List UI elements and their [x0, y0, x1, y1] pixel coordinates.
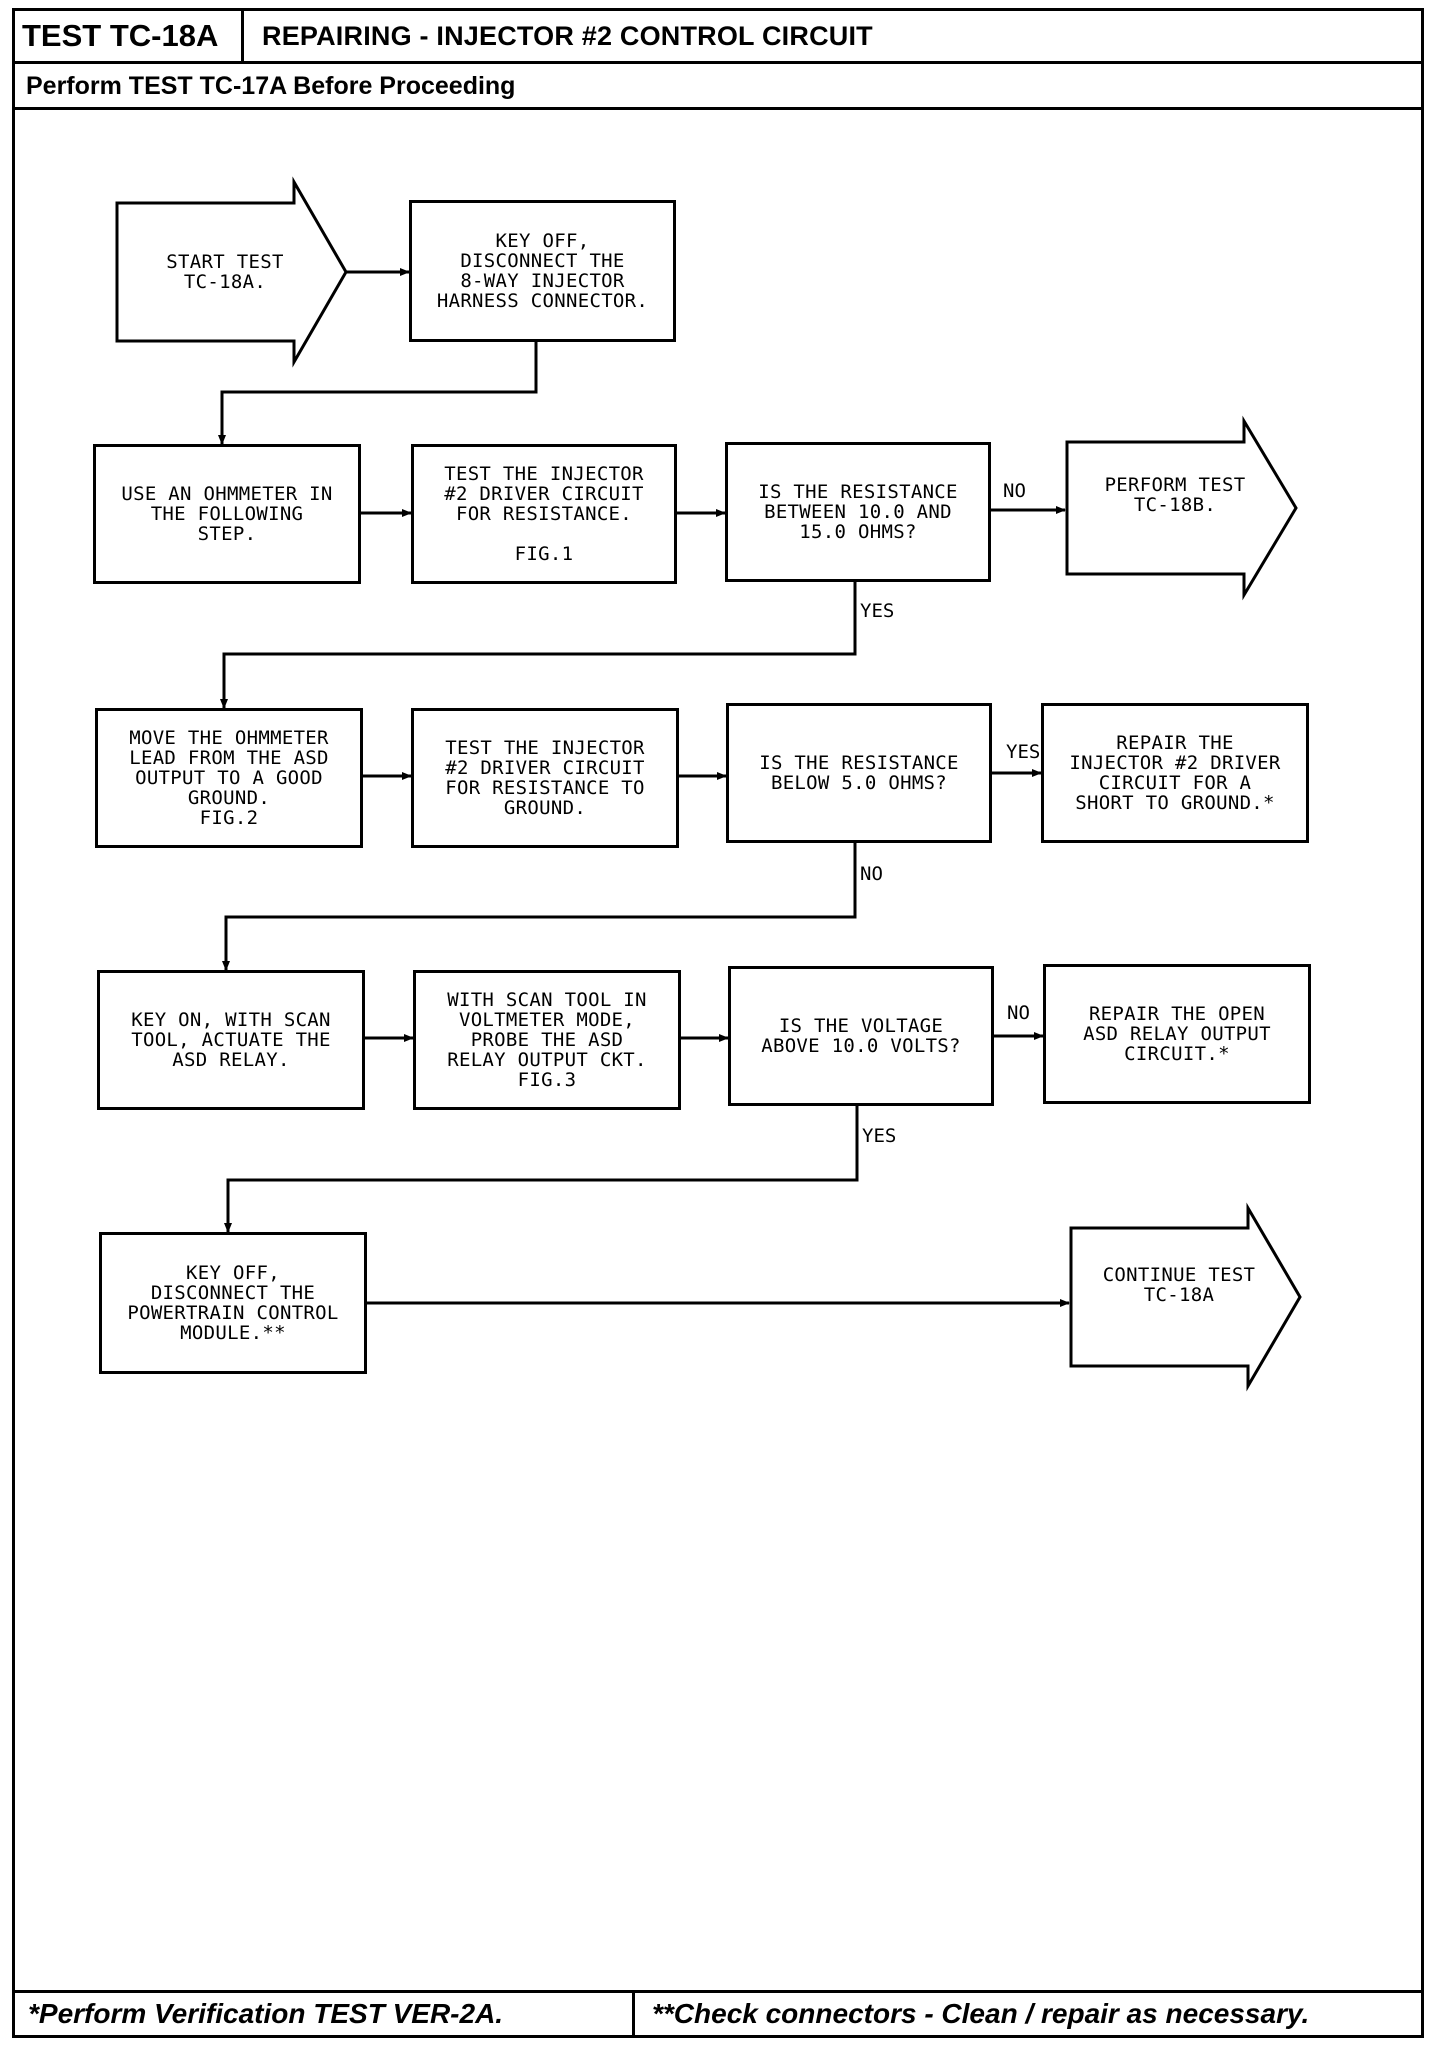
step-key-on-actuate: KEY ON, WITH SCAN TOOL, ACTUATE THE ASD … [97, 970, 365, 1110]
connector-question1-yes [220, 582, 857, 709]
label-no-1: NO [1003, 480, 1026, 502]
continue-test-terminal: CONTINUE TEST TC-18A [1102, 1264, 1256, 1306]
step-use-ohmmeter-text: USE AN OHMMETER IN THE FOLLOWING STEP. [121, 483, 333, 545]
test-title: REPAIRING - INJECTOR #2 CONTROL CIRCUIT [262, 21, 873, 51]
step-test-resistance-text: TEST THE INJECTOR #2 DRIVER CIRCUIT FOR … [444, 463, 644, 565]
label-yes-1: YES [860, 600, 895, 622]
footer-note-connectors: **Check connectors - Clean / repair as n… [652, 1998, 1310, 2029]
perform-tc18b-arrow-shape [1065, 415, 1298, 601]
connector-question2-no [222, 843, 857, 971]
step-key-on-actuate-text: KEY ON, WITH SCAN TOOL, ACTUATE THE ASD … [131, 1009, 331, 1071]
test-id: TEST TC-18A [12, 8, 244, 64]
start-arrow-shape [115, 176, 348, 368]
repair-open-circuit: REPAIR THE OPEN ASD RELAY OUTPUT CIRCUIT… [1043, 964, 1311, 1104]
repair-open-circuit-text: REPAIR THE OPEN ASD RELAY OUTPUT CIRCUIT… [1083, 1003, 1271, 1065]
connector-question3-yes [224, 1106, 859, 1233]
question-resistance-below: IS THE RESISTANCE BELOW 5.0 OHMS? [726, 703, 992, 843]
question-resistance-range: IS THE RESISTANCE BETWEEN 10.0 AND 15.0 … [725, 442, 991, 582]
step-key-off-disconnect-text: KEY OFF, DISCONNECT THE 8-WAY INJECTOR H… [436, 230, 649, 312]
repair-short-to-ground: REPAIR THE INJECTOR #2 DRIVER CIRCUIT FO… [1041, 703, 1309, 843]
step-test-ground: TEST THE INJECTOR #2 DRIVER CIRCUIT FOR … [411, 708, 679, 848]
step-use-ohmmeter: USE AN OHMMETER IN THE FOLLOWING STEP. [93, 444, 361, 584]
footer-divider [632, 1990, 635, 2038]
footer-row [12, 1990, 1424, 2038]
step-probe-voltage-text: WITH SCAN TOOL IN VOLTMETER MODE, PROBE … [447, 989, 647, 1091]
step-key-off-disconnect: KEY OFF, DISCONNECT THE 8-WAY INJECTOR H… [409, 200, 676, 342]
question-resistance-range-text: IS THE RESISTANCE BETWEEN 10.0 AND 15.0 … [758, 481, 958, 543]
footer-note-verification: *Perform Verification TEST VER-2A. [28, 1998, 504, 2029]
question-voltage: IS THE VOLTAGE ABOVE 10.0 VOLTS? [728, 966, 994, 1106]
prerequisite-note: Perform TEST TC-17A Before Proceeding [12, 64, 1424, 110]
question-resistance-below-text: IS THE RESISTANCE BELOW 5.0 OHMS? [759, 752, 959, 794]
header-row [12, 8, 1424, 64]
step-move-lead: MOVE THE OHMMETER LEAD FROM THE ASD OUTP… [95, 708, 363, 848]
continue-arrow-shape [1069, 1202, 1302, 1392]
step-move-lead-text: MOVE THE OHMMETER LEAD FROM THE ASD OUTP… [129, 727, 329, 829]
label-yes-3: YES [862, 1125, 897, 1147]
label-no-3: NO [1007, 1002, 1030, 1024]
start-test-terminal: START TEST TC-18A. [166, 251, 284, 293]
step-disconnect-pcm-text: KEY OFF, DISCONNECT THE POWERTRAIN CONTR… [127, 1262, 339, 1344]
perform-tc18b-terminal: PERFORM TEST TC-18B. [1104, 474, 1246, 516]
label-no-2: NO [860, 863, 883, 885]
step-test-ground-text: TEST THE INJECTOR #2 DRIVER CIRCUIT FOR … [445, 737, 645, 819]
step-probe-voltage: WITH SCAN TOOL IN VOLTMETER MODE, PROBE … [413, 970, 681, 1110]
connector-keyoff-to-ohmmeter [218, 342, 538, 445]
question-voltage-text: IS THE VOLTAGE ABOVE 10.0 VOLTS? [761, 1015, 961, 1057]
label-yes-2: YES [1006, 741, 1041, 763]
page-frame [12, 8, 1424, 2038]
step-disconnect-pcm: KEY OFF, DISCONNECT THE POWERTRAIN CONTR… [99, 1232, 367, 1374]
repair-short-to-ground-text: REPAIR THE INJECTOR #2 DRIVER CIRCUIT FO… [1069, 732, 1281, 814]
step-test-resistance: TEST THE INJECTOR #2 DRIVER CIRCUIT FOR … [411, 444, 677, 584]
